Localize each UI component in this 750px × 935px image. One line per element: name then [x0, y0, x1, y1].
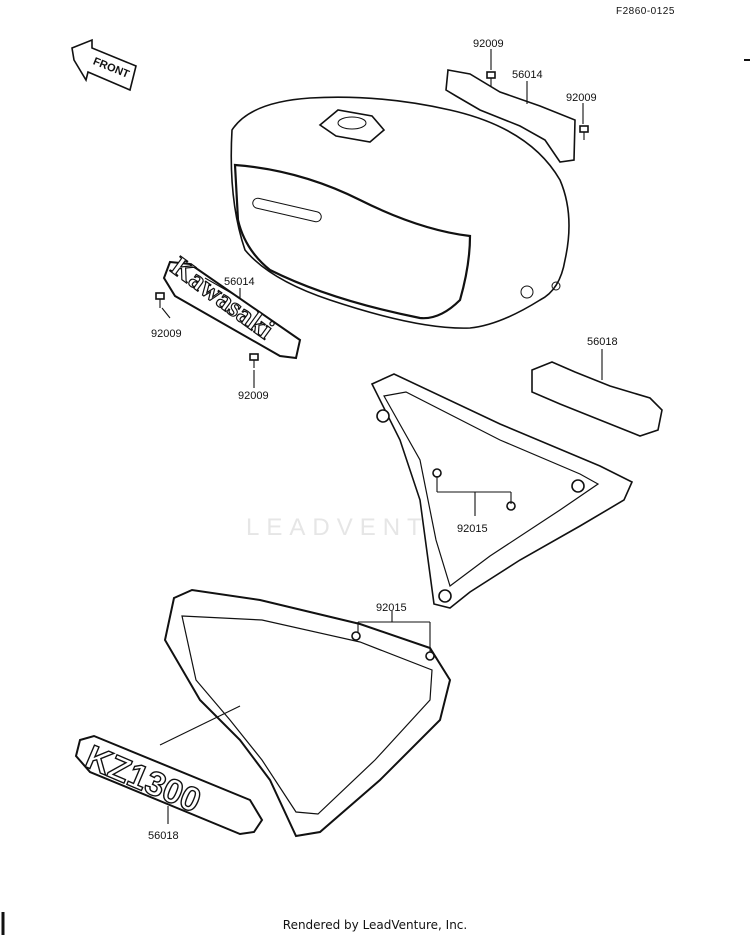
callout-emblem-bottom: 56018: [148, 830, 179, 842]
kz1300-emblem-text: KZ1300: [80, 738, 206, 820]
footer-credit: Rendered by LeadVenture, Inc.: [282, 918, 468, 932]
figure-code: F2860-0125: [616, 6, 675, 17]
callout-bolt-left-2: 92009: [238, 390, 269, 402]
emblem-right: [531, 361, 663, 437]
emblem-bracket-top: [445, 69, 576, 163]
callout-emblem-top: 56014: [512, 69, 543, 81]
bolt-icon: [486, 71, 589, 140]
callout-emblem-left: 56014: [224, 276, 255, 288]
fuel-tank: [230, 96, 570, 329]
bolt-icon: [155, 292, 259, 368]
callout-nut-left: 92015: [376, 602, 407, 614]
side-cover-left: [163, 588, 452, 838]
leader-lines: [159, 49, 603, 824]
callout-bolt-top-right: 92009: [566, 92, 597, 104]
front-arrow-icon: FRONT: [71, 38, 137, 92]
callout-bolt-top-left: 92009: [473, 38, 504, 50]
kz1300-emblem: KZ1300: [74, 734, 264, 836]
side-cover-right: [370, 373, 634, 609]
callout-emblem-right: 56018: [587, 336, 618, 348]
callout-bolt-left-1: 92009: [151, 328, 182, 340]
callout-nut-right: 92015: [457, 523, 488, 535]
